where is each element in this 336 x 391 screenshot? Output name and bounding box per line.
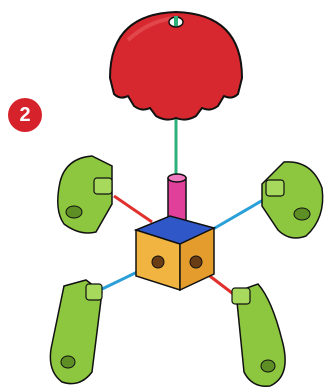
pink-connector-rod xyxy=(167,173,187,231)
right-upper-bracket xyxy=(261,161,324,239)
step-number-badge: 2 xyxy=(8,98,42,132)
guide-line-red-upper xyxy=(113,194,153,224)
step-number: 2 xyxy=(19,103,31,126)
right-lower-bracket xyxy=(231,283,286,387)
left-lower-bracket xyxy=(49,279,103,385)
cube-hub xyxy=(133,215,217,292)
guide-line-blue-upper xyxy=(207,194,271,234)
red-dome-cap xyxy=(108,10,244,121)
left-upper-bracket xyxy=(57,155,113,234)
